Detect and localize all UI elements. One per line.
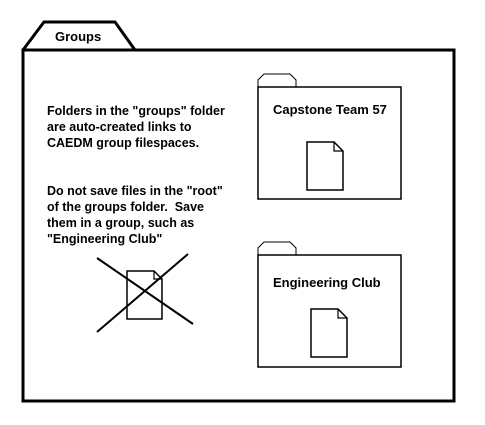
main-folder-body <box>21 48 456 403</box>
crossed-out-document-icon <box>96 253 194 333</box>
document-icon-engineering-club <box>310 308 348 358</box>
main-folder-tab-label: Groups <box>55 29 102 44</box>
folder-label-capstone[interactable]: Capstone Team 57 <box>273 102 387 117</box>
cross-line-2 <box>96 253 189 333</box>
main-folder-tab <box>21 20 137 51</box>
instruction-paragraph-2: Do not save files in the "root" of the g… <box>47 184 223 246</box>
document-icon-capstone <box>306 141 344 191</box>
folder-label-engineering-club[interactable]: Engineering Club <box>273 275 381 290</box>
instruction-paragraph-1: Folders in the "groups" folder are auto-… <box>47 104 225 150</box>
